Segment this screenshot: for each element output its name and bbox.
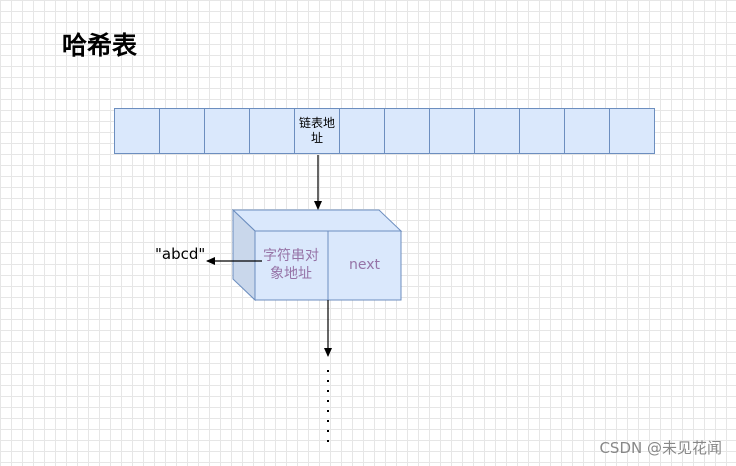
array-cell (519, 108, 565, 154)
array-cell (609, 108, 655, 154)
address-label: 链表地址 (298, 116, 335, 145)
array-cell-address: 链表地址 (294, 108, 340, 154)
list-node-box (231, 208, 403, 302)
array-cell (159, 108, 205, 154)
array-cell (564, 108, 610, 154)
node-top-face (231, 209, 403, 232)
hash-array: 链表地址 (114, 108, 655, 154)
array-cell (429, 108, 475, 154)
array-cell (204, 108, 250, 154)
watermark: CSDN @未见花闻 (599, 439, 722, 457)
array-cell (114, 108, 160, 154)
array-cell (249, 108, 295, 154)
node-data-field: 字符串对象地址 (254, 230, 328, 300)
node-next-field: next (328, 230, 401, 300)
array-cell (339, 108, 385, 154)
diagram-title: 哈希表 (62, 31, 138, 60)
node-data-label: 字符串对象地址 (263, 248, 319, 282)
array-cell (474, 108, 520, 154)
string-value: "abcd" (155, 245, 206, 263)
array-cell (384, 108, 430, 154)
node-next-label: next (348, 257, 380, 273)
